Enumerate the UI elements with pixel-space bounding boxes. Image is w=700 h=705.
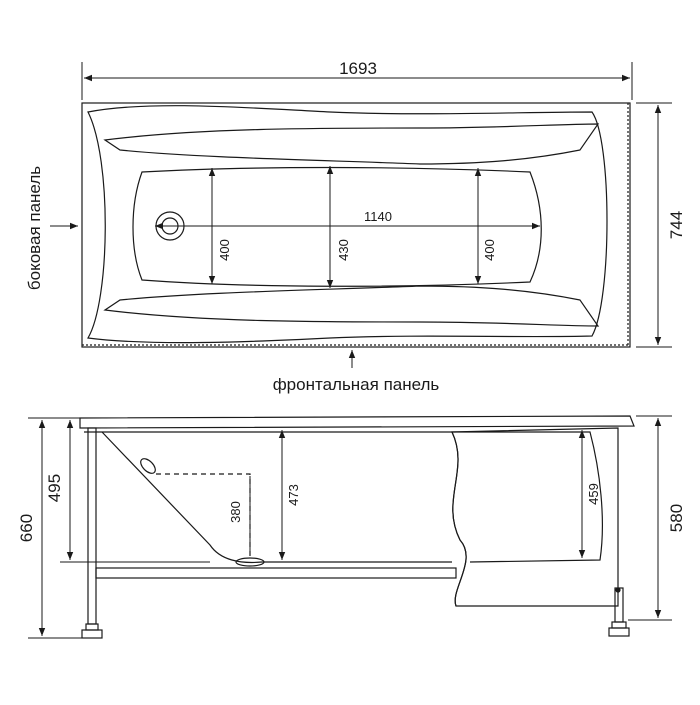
dim-label-380: 380 xyxy=(228,501,243,523)
side-panel-label: боковая панель xyxy=(25,166,44,290)
top-dimensions xyxy=(50,62,672,368)
dim-label-459: 459 xyxy=(586,483,601,505)
front-panel-cutaway xyxy=(451,427,619,607)
front-panel-label: фронтальная панель xyxy=(273,375,440,394)
dim-label-495: 495 xyxy=(45,474,64,502)
right-foot-top xyxy=(611,621,627,629)
dim-label-430: 430 xyxy=(336,239,351,261)
left-foot xyxy=(81,629,103,639)
dim-label-660: 660 xyxy=(17,514,36,542)
left-foot-top xyxy=(85,623,99,631)
left-leg xyxy=(87,427,97,625)
basin-outer-contour xyxy=(87,105,608,344)
overflow-hole xyxy=(140,458,156,474)
headrest-top xyxy=(103,123,600,165)
top-view xyxy=(81,102,631,348)
dim-label-400-left: 400 xyxy=(217,239,232,261)
side-view xyxy=(79,415,635,639)
cut-edge xyxy=(451,431,467,607)
side-dimension-labels: 660 495 380 473 459 580 xyxy=(17,474,686,542)
basin-inner-bottom xyxy=(132,166,542,287)
right-foot xyxy=(608,627,630,637)
drain-side xyxy=(235,557,265,567)
basin-section xyxy=(101,431,452,564)
side-dimensions xyxy=(28,415,672,639)
dim-label-400-right: 400 xyxy=(482,239,497,261)
dim-label-580: 580 xyxy=(667,504,686,532)
top-dimension-labels: 1693 744 1140 400 430 400 боковая панель… xyxy=(25,59,686,394)
dim-label-473: 473 xyxy=(286,484,301,506)
dim-label-1693: 1693 xyxy=(339,59,377,78)
side-rim xyxy=(79,415,635,429)
top-rim-outline xyxy=(81,102,631,348)
frame-bar xyxy=(95,567,457,579)
overflow-dashed xyxy=(156,473,251,558)
panel-screw xyxy=(615,587,621,593)
right-leg xyxy=(614,587,624,623)
basin-right-end xyxy=(452,431,603,563)
headrest-bottom xyxy=(103,285,600,327)
dim-label-1140: 1140 xyxy=(364,209,392,224)
dim-label-744: 744 xyxy=(667,211,686,239)
